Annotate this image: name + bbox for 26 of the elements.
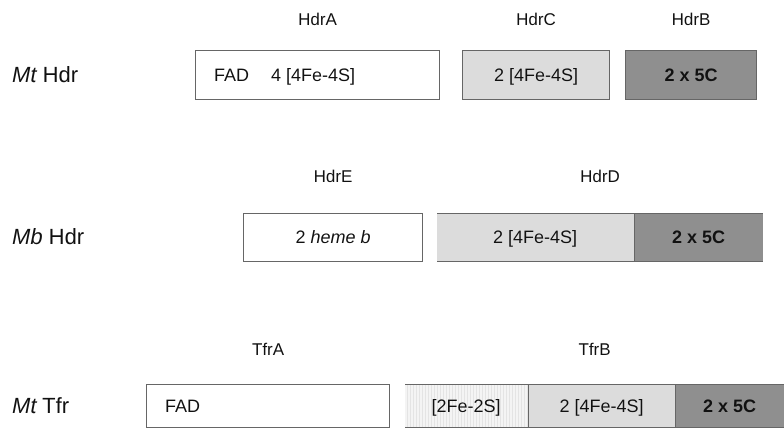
cofactor-label: 2 [4Fe-4S] (494, 64, 578, 86)
domain-segment (528, 385, 674, 427)
cofactor-label: FAD (165, 396, 200, 416)
domain-segment (436, 214, 634, 261)
cofactor-label: 2 x 5C (672, 227, 726, 248)
cofactor-label: 2 x 5C (664, 64, 718, 86)
cofactor-label: 4 [4Fe-4S] (271, 64, 356, 86)
subunit-name: HdrB (670, 10, 712, 30)
subunit-name: HdrD (579, 167, 621, 187)
cofactor-label: 2 [4Fe-4S] (492, 227, 578, 248)
cofactor-label: 2 [4Fe-4S] (559, 396, 644, 416)
cofactor-label: 2 heme b (295, 227, 371, 248)
subunit-name: TfrA (250, 340, 286, 360)
subunit-name: HdrA (297, 10, 338, 30)
cofactor-label: FAD (214, 64, 250, 86)
domain-segment (674, 385, 784, 427)
row-label: Mb Hdr (12, 224, 84, 250)
cofactor-label: [2Fe-2S] (431, 396, 501, 416)
subunit-name: HdrE (312, 167, 354, 187)
subunit-name: HdrC (515, 10, 557, 30)
subunit-name: TfrB (577, 340, 612, 360)
cofactor-label: 2 x 5C (702, 396, 756, 416)
row-label: Mt Hdr (12, 62, 78, 88)
row-label: Mt Tfr (12, 393, 70, 419)
domain-segment (404, 385, 528, 427)
domain-segment (634, 214, 762, 261)
